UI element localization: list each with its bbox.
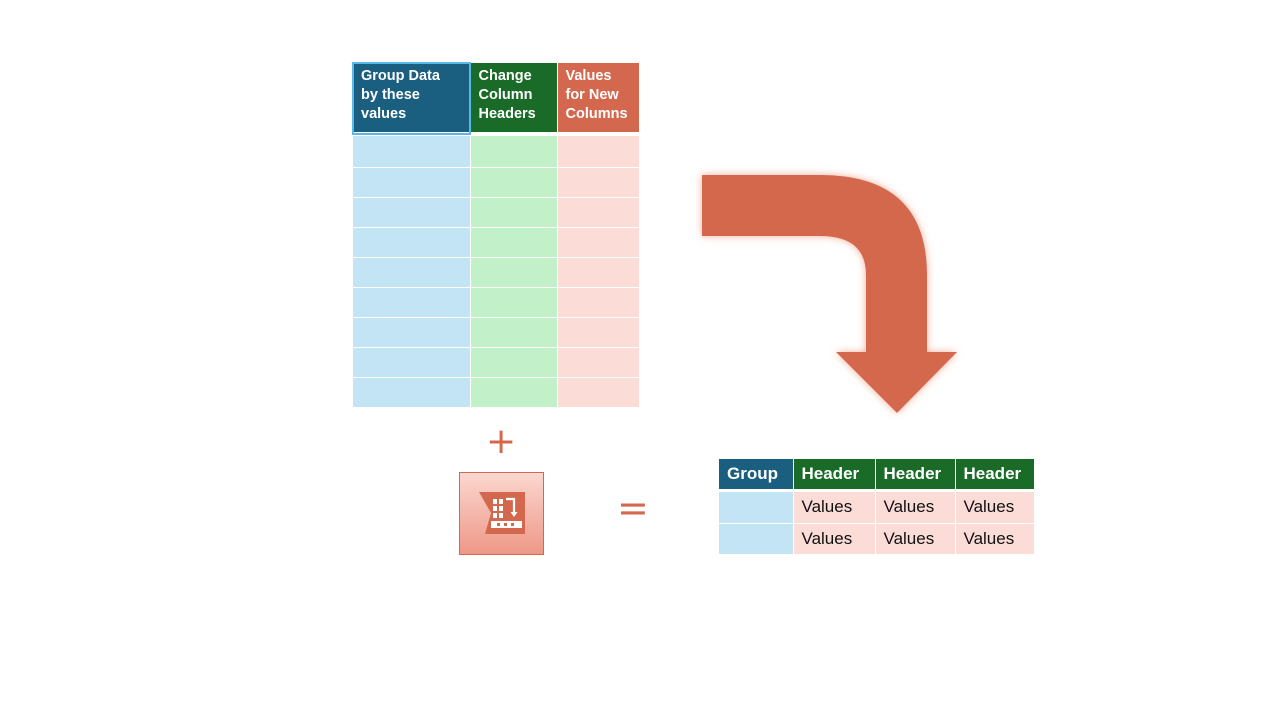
result-header-cell: Header [875,459,956,490]
group-cell [353,256,471,287]
result-group-cell [719,488,794,523]
result-value-cell: Values [955,488,1034,523]
values-cell [557,166,639,197]
change-cell [470,226,558,257]
table-row [353,316,639,347]
values-cell [557,346,639,377]
result-value-cell: Values [793,488,876,523]
change-cell [470,376,558,407]
table-row [353,166,639,197]
table-row [353,256,639,287]
values-cell [557,376,639,407]
table-row [353,226,639,257]
table-row [353,286,639,317]
group-cell [353,166,471,197]
source-table-body [353,132,639,407]
group-cell [353,226,471,257]
result-group-cell [719,522,794,554]
values-cell [557,132,639,167]
table-row [353,346,639,377]
equals-sign: = [617,486,649,530]
curved-arrow-icon [702,175,957,413]
group-cell [353,196,471,227]
plus-sign: + [486,421,517,462]
result-value-cell: Values [955,522,1034,554]
group-data-header[interactable]: Group Data by these values [352,62,471,135]
change-cell [470,316,558,347]
source-table: Group Data by these values Change Column… [352,62,639,407]
result-value-cell: Values [793,522,876,554]
group-cell [353,286,471,317]
change-cell [470,132,558,167]
values-cell [557,316,639,347]
result-header-cell: Header [955,459,1034,490]
cross-tab-tool-icon [479,492,525,534]
group-cell [353,376,471,407]
values-cell [557,286,639,317]
values-cell [557,196,639,227]
result-table: Group Header Header Header Values Values… [719,459,1034,554]
table-row [353,196,639,227]
change-cell [470,196,558,227]
group-cell [353,316,471,347]
result-group-header: Group [719,459,794,490]
change-cell [470,346,558,377]
values-cell [557,226,639,257]
result-value-cell: Values [875,488,956,523]
cross-tab-tool-button[interactable] [459,472,544,555]
table-row: Values Values Values [719,522,1034,554]
table-row [353,132,639,167]
result-header-cell: Header [793,459,876,490]
values-cell [557,256,639,287]
change-column-headers-header: Change Column Headers [470,63,558,134]
group-cell [353,346,471,377]
result-value-cell: Values [875,522,956,554]
table-row [353,376,639,407]
change-cell [470,286,558,317]
change-cell [470,166,558,197]
group-cell [353,132,471,167]
values-for-new-columns-header: Values for New Columns [557,63,639,134]
table-row: Values Values Values [719,488,1034,523]
change-cell [470,256,558,287]
